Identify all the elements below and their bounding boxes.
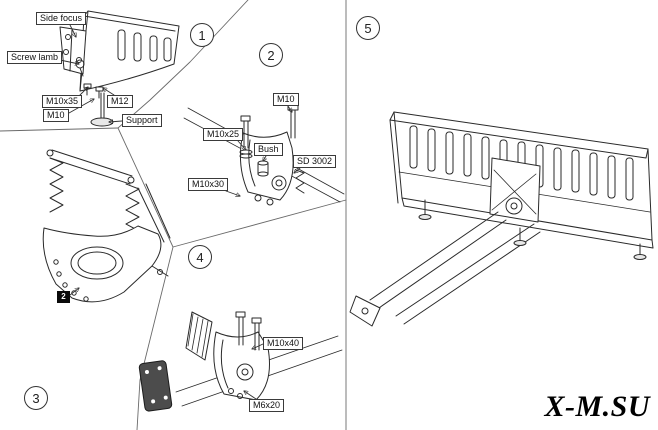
panel-number-3: 3 bbox=[24, 386, 48, 410]
callout-support: Support bbox=[122, 114, 162, 127]
callout-m10-p2: M10 bbox=[273, 93, 299, 106]
callout-m10x35: M10x35 bbox=[42, 95, 83, 108]
callout-screw-lamb: Screw lamb bbox=[7, 51, 63, 64]
callout-m10x25: M10x25 bbox=[203, 128, 244, 141]
step-marker-2: 2 bbox=[57, 291, 70, 303]
callout-m12: M12 bbox=[107, 95, 133, 108]
callout-m6x20: M6x20 bbox=[249, 399, 285, 412]
panel-number-4: 4 bbox=[188, 245, 212, 269]
watermark: X-M.SU bbox=[544, 390, 650, 423]
callout-m10-p1: M10 bbox=[43, 109, 69, 122]
callout-m10x30: M10x30 bbox=[188, 178, 229, 191]
p4-bracket-detail-drawing bbox=[138, 311, 343, 412]
panel-number-2: 2 bbox=[259, 43, 283, 67]
p3-frame-springs-drawing bbox=[42, 149, 171, 303]
callout-bush: Bush bbox=[254, 143, 283, 156]
p4-mount-plate bbox=[138, 360, 173, 412]
callout-sd3002: SD 3002 bbox=[293, 155, 337, 168]
panel-number-1: 1 bbox=[190, 23, 214, 47]
p5-full-assembly-drawing bbox=[349, 111, 654, 327]
panel-number-5: 5 bbox=[356, 16, 380, 40]
callout-side-focus: Side focus bbox=[36, 12, 87, 25]
p1-plow-blade-drawing bbox=[59, 10, 180, 127]
callout-m10x40: M10x40 bbox=[263, 337, 304, 350]
